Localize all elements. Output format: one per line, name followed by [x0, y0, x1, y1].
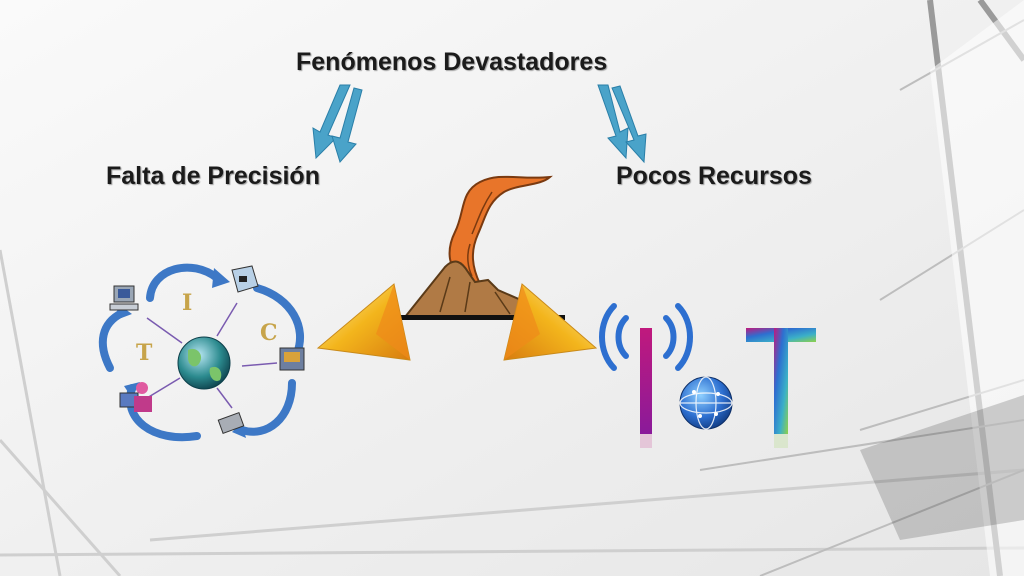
down-arrow-icon	[312, 84, 363, 163]
right-branch-label: Pocos Recursos	[616, 162, 812, 190]
triangle-arrow-icon	[503, 283, 598, 361]
tic-cycle-diagram: T I C	[92, 258, 318, 448]
tic-letter-t: T	[136, 340, 153, 366]
tic-letter-c: C	[260, 320, 278, 346]
down-arrow-icon	[597, 84, 647, 164]
left-branch-label: Falta de Precisión	[106, 162, 320, 190]
iot-logo-icon	[599, 303, 816, 448]
diagram-title: Fenómenos Devastadores	[296, 48, 608, 76]
tic-letter-i: I	[182, 290, 193, 316]
triangle-arrow-icon	[316, 283, 411, 361]
